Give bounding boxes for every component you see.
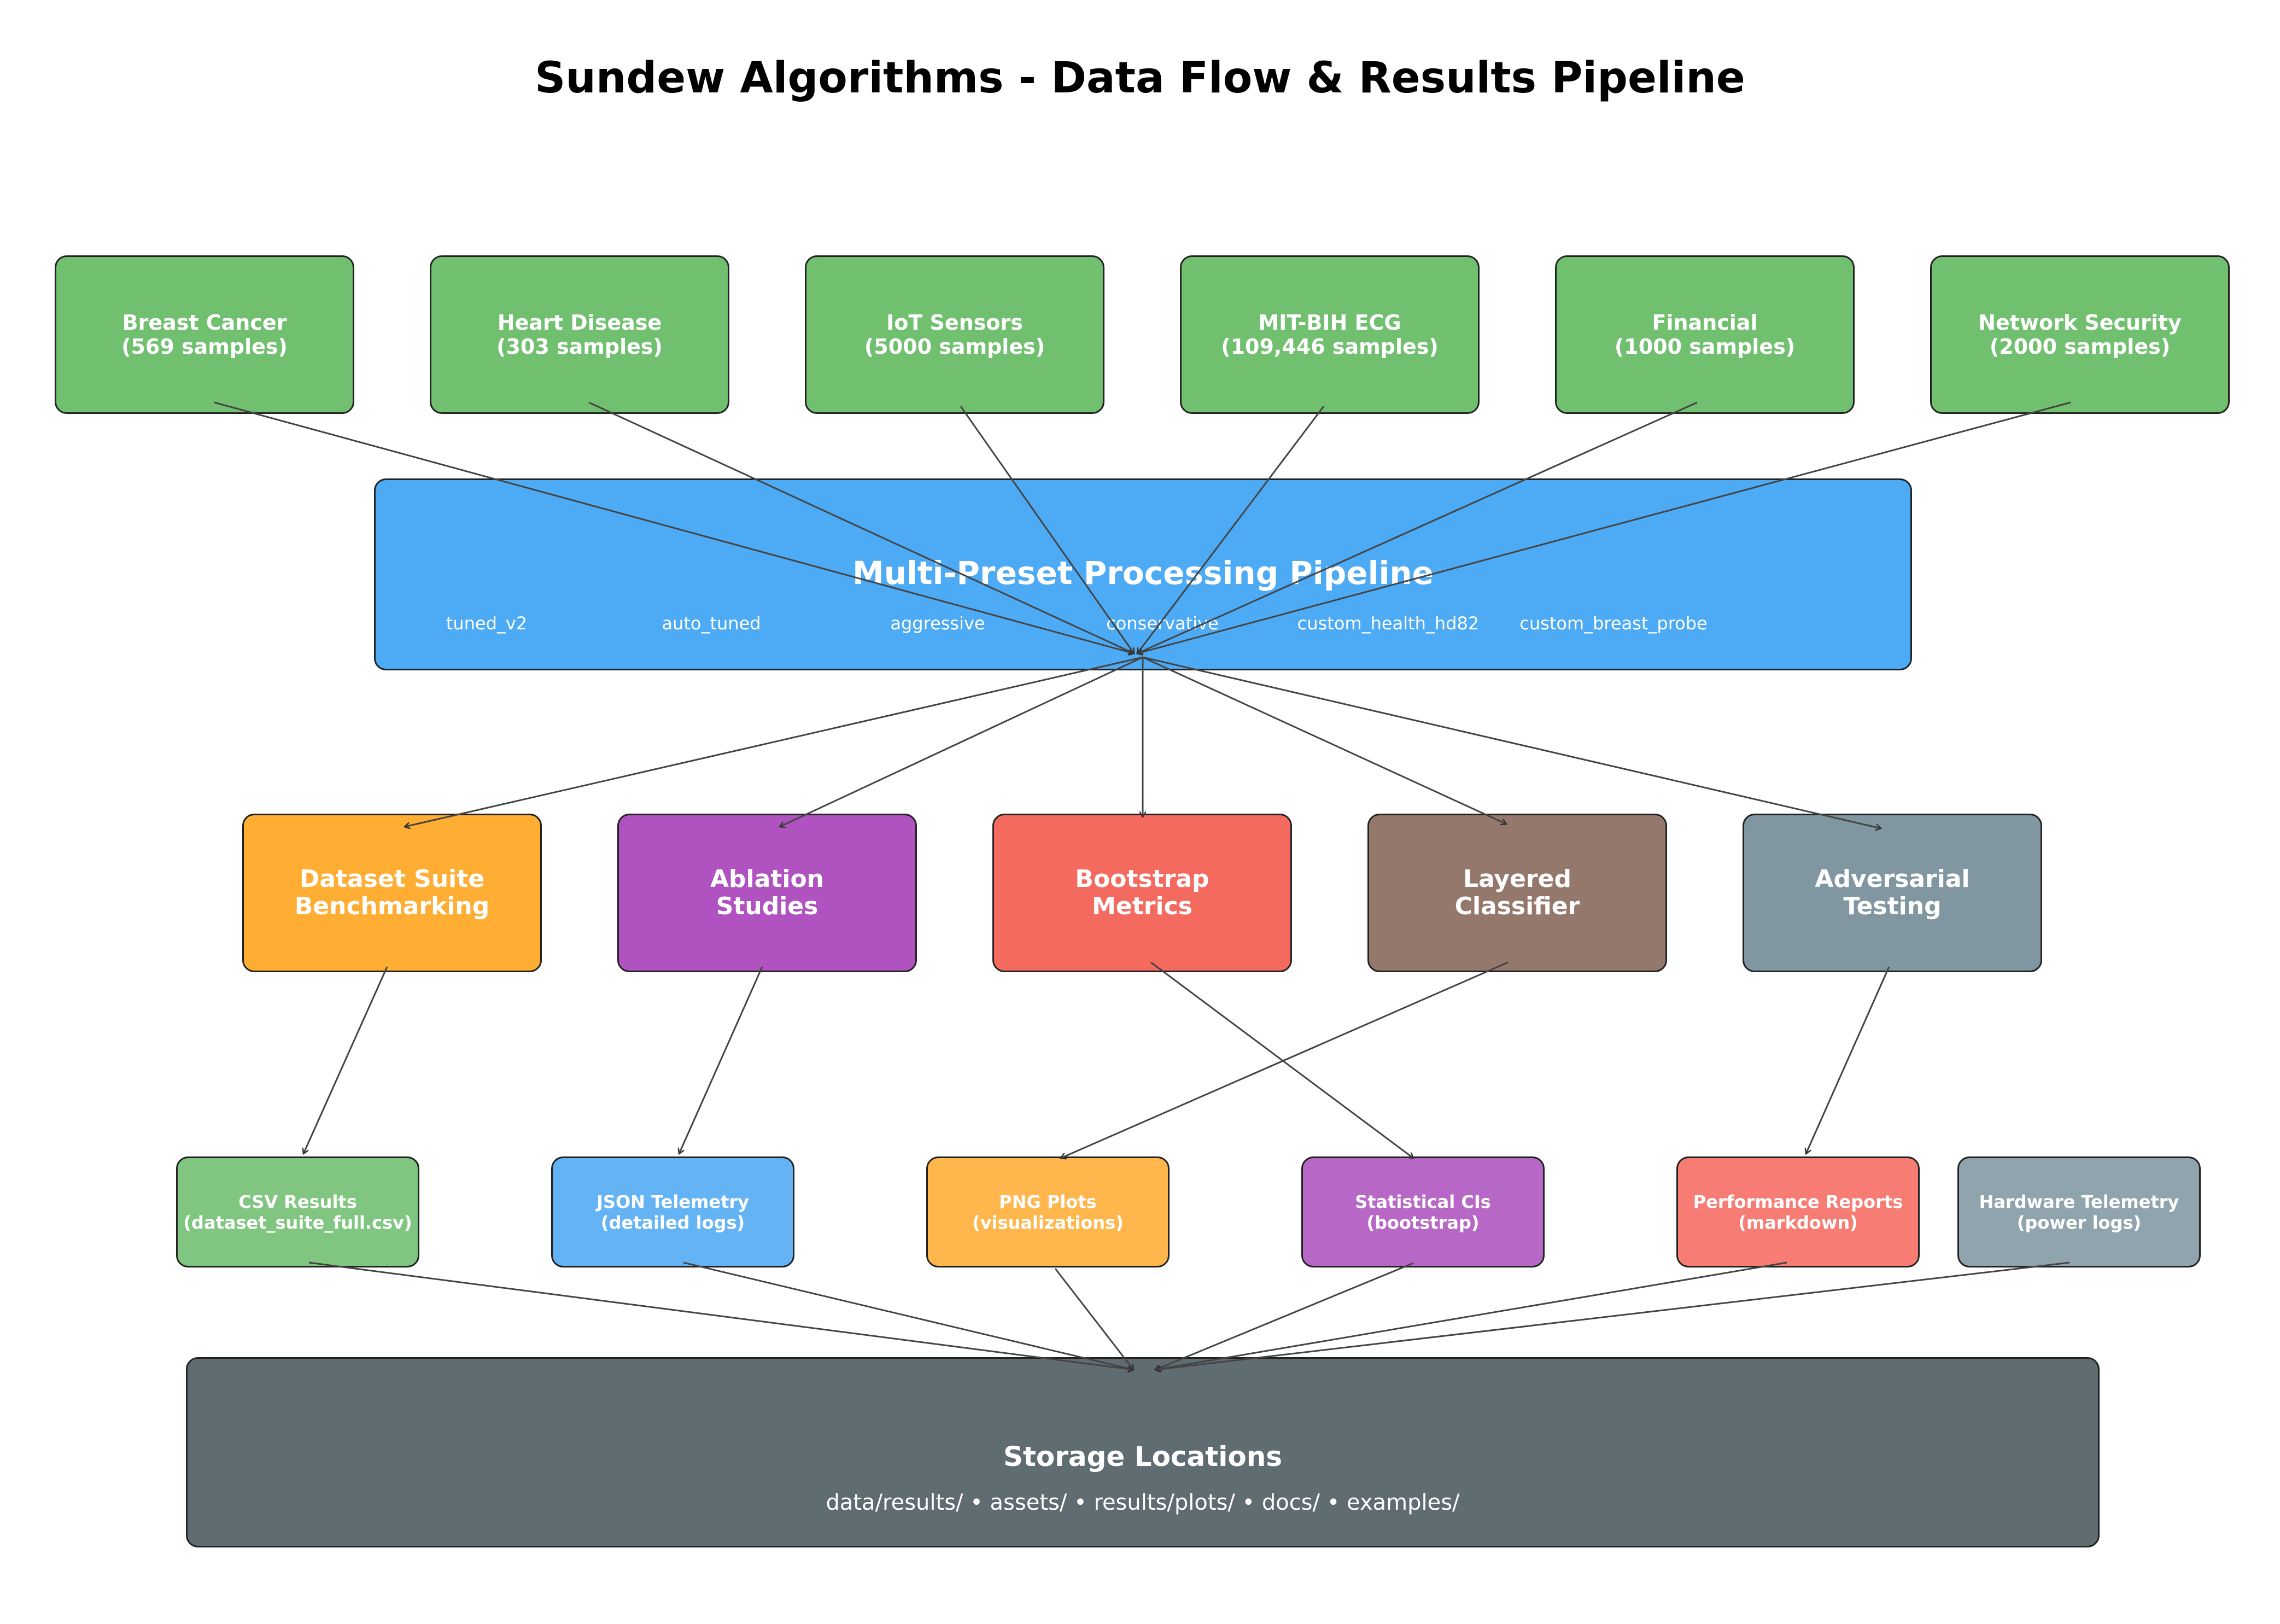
arrow-pipeline-to-analysis — [780, 656, 1143, 827]
arrow-output-to-storage — [683, 1261, 1133, 1370]
output-name: Statistical CIs — [1355, 1191, 1491, 1212]
arrow-analysis-to-output — [1061, 961, 1509, 1158]
output-detail: (dataset_suite_full.csv) — [183, 1212, 412, 1233]
arrow-analysis-to-output — [303, 966, 388, 1154]
arrow-pipeline-to-analysis — [405, 656, 1143, 827]
output-detail: (bootstrap) — [1366, 1212, 1480, 1233]
analysis-name-second-line: Studies — [716, 892, 819, 920]
source-name: IoT Sensors — [886, 311, 1023, 335]
output-box-1: CSV Results(dataset_suite_full.csv) — [176, 1156, 419, 1267]
arrow-analysis-to-output — [1806, 966, 1890, 1154]
output-detail: (power logs) — [2016, 1212, 2142, 1233]
analysis-name: Bootstrap — [1075, 865, 1209, 893]
output-name: JSON Telemetry — [596, 1191, 749, 1212]
pipeline-title: Multi-Preset Processing Pipeline — [852, 554, 1434, 592]
preset-label: conservative — [1106, 613, 1219, 634]
source-sample-count: (5000 samples) — [864, 335, 1045, 359]
output-box-6: Hardware Telemetry(power logs) — [1957, 1156, 2201, 1267]
source-box-1: Breast Cancer(569 samples) — [55, 255, 354, 414]
source-sample-count: (569 samples) — [121, 335, 288, 359]
preset-label: custom_health_hd82 — [1297, 613, 1480, 634]
output-detail: (markdown) — [1738, 1212, 1858, 1233]
preset-label: custom_breast_probe — [1519, 613, 1708, 634]
arrow-output-to-storage — [1054, 1268, 1133, 1370]
output-name: Hardware Telemetry — [1979, 1191, 2179, 1212]
analysis-name-second-line: Classifier — [1454, 892, 1580, 920]
arrow-output-to-storage — [1155, 1261, 2070, 1370]
source-box-5: Financial(1000 samples) — [1555, 255, 1855, 414]
arrow-output-to-storage — [1155, 1261, 1787, 1370]
output-detail: (detailed logs) — [600, 1212, 745, 1233]
analysis-name: Dataset Suite — [299, 865, 485, 893]
output-box-2: JSON Telemetry(detailed logs) — [551, 1156, 794, 1267]
arrow-analysis-to-output — [1150, 961, 1413, 1158]
output-box-3: PNG Plots(visualizations) — [926, 1156, 1170, 1267]
analysis-name: Adversarial — [1815, 865, 1970, 893]
arrow-output-to-storage — [308, 1261, 1133, 1370]
processing-pipeline-box: Multi-Preset Processing Pipeline tuned_v… — [374, 478, 1912, 670]
source-sample-count: (303 samples) — [496, 335, 663, 359]
storage-title: Storage Locations — [1003, 1441, 1283, 1473]
source-name: Network Security — [1978, 311, 2182, 335]
output-name: PNG Plots — [999, 1191, 1097, 1212]
source-name: Heart Disease — [497, 311, 662, 335]
source-sample-count: (2000 samples) — [1989, 335, 2171, 359]
source-name: Breast Cancer — [122, 311, 287, 335]
output-box-4: Statistical CIs(bootstrap) — [1301, 1156, 1545, 1267]
preset-label: tuned_v2 — [446, 613, 528, 634]
preset-label: auto_tuned — [662, 613, 761, 634]
arrow-pipeline-to-analysis — [1142, 656, 1881, 828]
analysis-name-second-line: Testing — [1843, 892, 1942, 920]
source-name: Financial — [1652, 311, 1758, 335]
source-name: MIT-BIH ECG — [1258, 311, 1401, 335]
output-detail: (visualizations) — [972, 1212, 1124, 1233]
analysis-name-second-line: Benchmarking — [294, 892, 490, 920]
arrow-pipeline-to-analysis — [1142, 656, 1506, 824]
analysis-name-second-line: Metrics — [1092, 892, 1192, 920]
analysis-name: Ablation — [710, 865, 824, 893]
source-sample-count: (109,446 samples) — [1221, 335, 1439, 359]
arrow-output-to-storage — [1155, 1262, 1414, 1370]
preset-label: aggressive — [890, 613, 985, 634]
analysis-name: Layered — [1463, 865, 1571, 893]
source-sample-count: (1000 samples) — [1614, 335, 1796, 359]
storage-locations-box: Storage Locations data/results/ • assets… — [186, 1357, 2100, 1547]
output-box-5: Performance Reports(markdown) — [1676, 1156, 1920, 1267]
arrow-analysis-to-output — [679, 966, 763, 1154]
output-name: CSV Results — [238, 1191, 357, 1212]
source-box-2: Heart Disease(303 samples) — [430, 255, 729, 414]
diagram-title: Sundew Algorithms - Data Flow & Results … — [535, 54, 1745, 103]
source-box-4: MIT-BIH ECG(109,446 samples) — [1180, 255, 1480, 414]
source-box-6: Network Security(2000 samples) — [1930, 255, 2230, 414]
storage-paths: data/results/ • assets/ • results/plots/… — [826, 1490, 1460, 1515]
output-name: Performance Reports — [1693, 1191, 1903, 1212]
source-box-3: IoT Sensors(5000 samples) — [805, 255, 1104, 414]
